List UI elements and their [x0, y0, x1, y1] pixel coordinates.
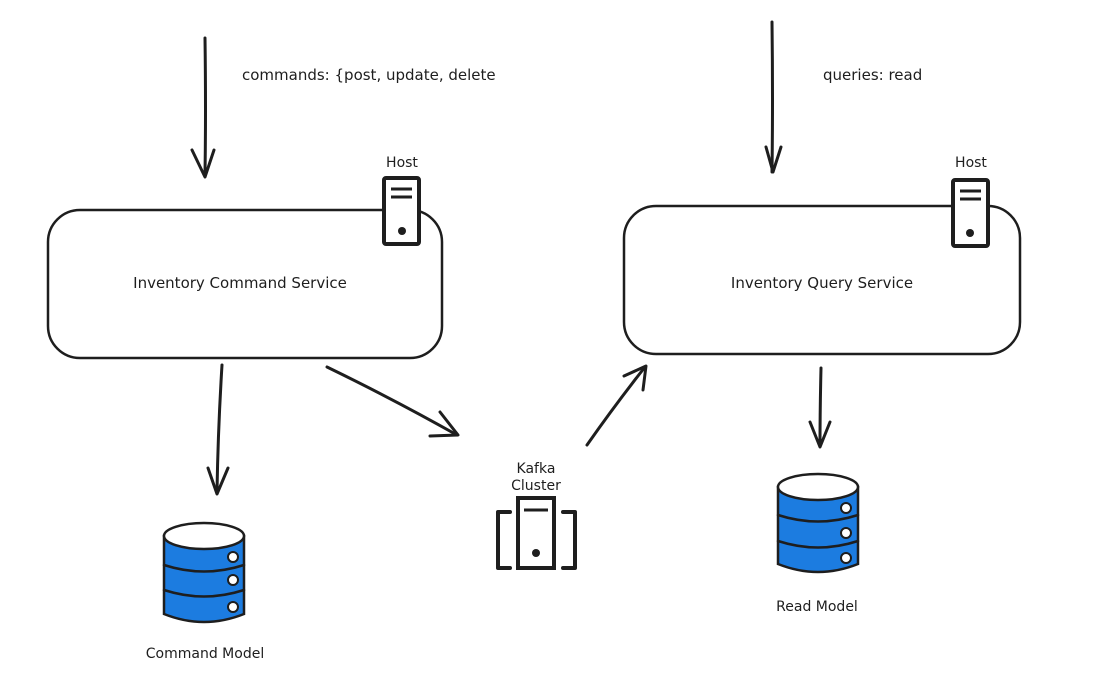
queries-arrow	[764, 20, 783, 174]
commands-arrow	[190, 36, 216, 179]
kafka-label-line1: Kafka	[517, 461, 556, 477]
query-service-box[interactable]	[622, 204, 1022, 356]
query-to-db-arrow	[808, 366, 832, 449]
query-host-server-icon	[951, 178, 990, 248]
command-host-server-icon	[382, 176, 421, 246]
command-to-db-arrow	[206, 363, 230, 496]
command-model-database-icon	[162, 521, 246, 624]
queries-label: queries: read	[823, 66, 922, 84]
commands-label: commands: {post, update, delete	[242, 66, 496, 84]
read-model-database-icon	[776, 472, 860, 574]
kafka-label-line2: Cluster	[511, 478, 561, 494]
command-model-label: Command Model	[146, 646, 264, 662]
kafka-to-query-arrow	[585, 364, 648, 447]
command-host-label: Host	[386, 155, 418, 171]
command-service-title: Inventory Command Service	[133, 274, 347, 292]
command-to-kafka-arrow	[325, 365, 460, 438]
read-model-label: Read Model	[776, 599, 858, 615]
kafka-cluster-icon	[496, 496, 577, 570]
query-service-title: Inventory Query Service	[731, 274, 913, 292]
command-service-box[interactable]	[46, 208, 444, 360]
query-host-label: Host	[955, 155, 987, 171]
